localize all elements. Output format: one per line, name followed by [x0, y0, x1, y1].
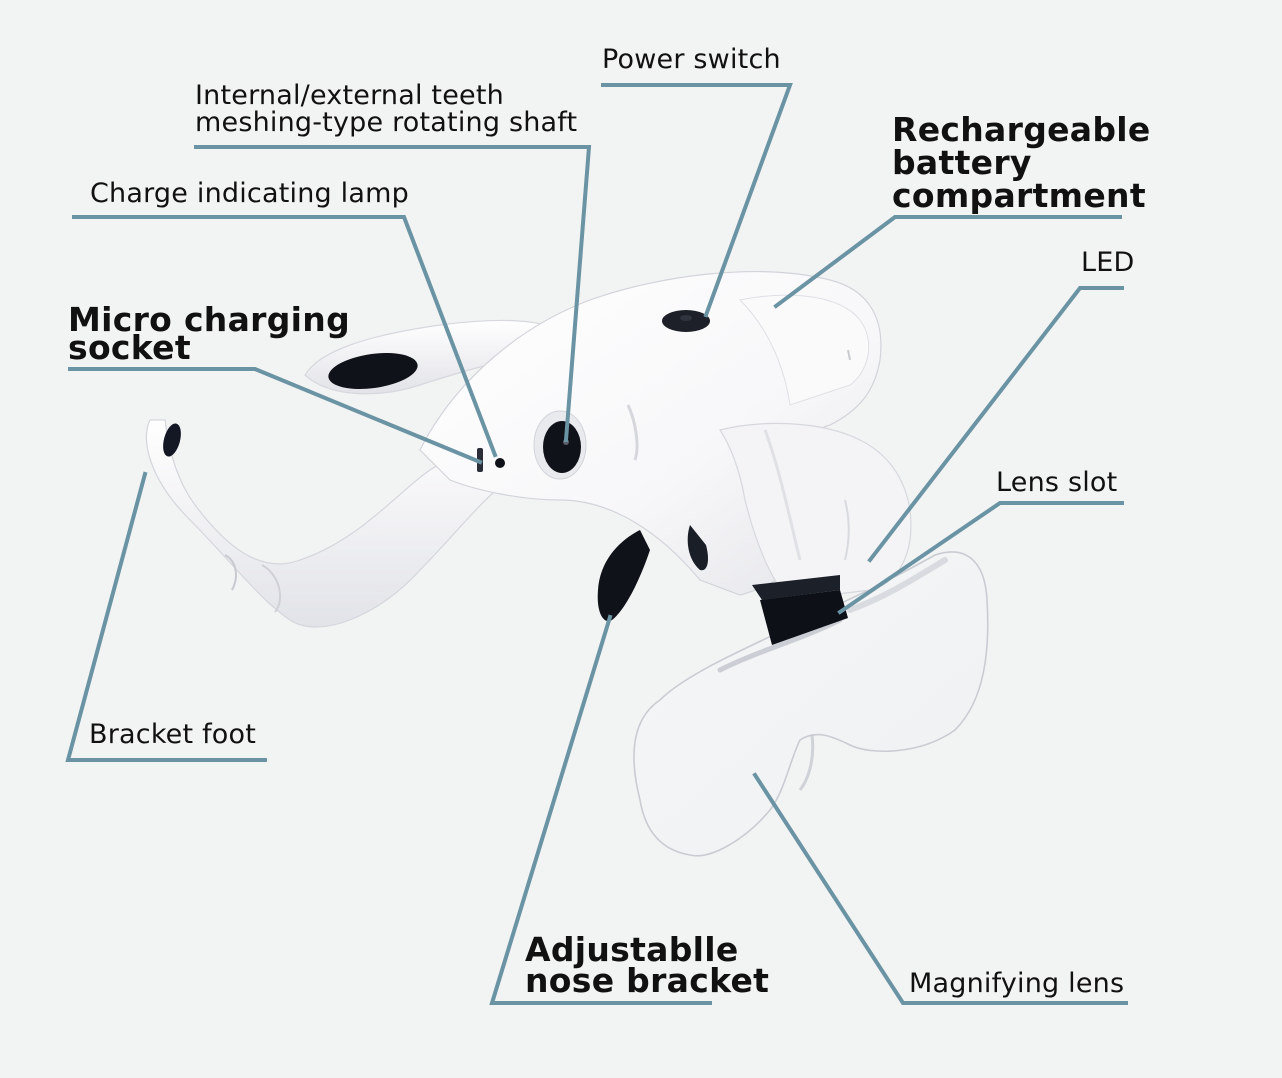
label-lens-slot: Lens slot — [996, 469, 1117, 496]
leader-power-switch — [601, 83, 793, 318]
label-text: LED — [1081, 247, 1135, 278]
leader-led — [867, 286, 1124, 563]
label-text-line-1: Adjustablle — [525, 930, 739, 969]
label-adjustable-nose-bracket: Adjustablle nose bracket — [525, 930, 770, 1000]
magnifying-lens-shape — [633, 551, 989, 857]
lens-slot-clamp-shape — [752, 575, 848, 645]
leader-lines — [65, 83, 1128, 1005]
label-text: Charge indicating lamp — [90, 178, 409, 209]
label-text: Magnifying lens — [909, 968, 1125, 999]
label-micro-charging-socket: Micro charging socket — [68, 300, 350, 367]
label-bracket-foot: Bracket foot — [89, 721, 256, 748]
leader-magnifying-lens — [752, 772, 1128, 1005]
label-text-line-2: battery — [892, 143, 1032, 182]
leader-micro-socket — [68, 367, 483, 465]
label-power-switch: Power switch — [602, 46, 781, 73]
leader-battery — [773, 215, 1122, 309]
leader-rotating-shaft — [194, 145, 592, 443]
label-text-line-1: Rechargeable — [892, 110, 1151, 149]
label-rotating-shaft: Internal/external teeth meshing-type rot… — [195, 82, 577, 136]
label-magnifying-lens: Magnifying lens — [909, 970, 1124, 997]
label-text-line-2: socket — [68, 328, 191, 367]
label-text-line-1: Micro charging — [68, 300, 350, 339]
label-led: LED — [1081, 249, 1135, 276]
leader-nose-bracket — [489, 614, 712, 1005]
label-text-line-1: Internal/external teeth — [195, 80, 504, 111]
label-charge-indicating-lamp: Charge indicating lamp — [90, 180, 409, 207]
leader-lens-slot — [837, 501, 1124, 615]
label-text-line-3: compartment — [892, 176, 1146, 215]
label-battery-compartment: Rechargeable battery compartment — [892, 113, 1151, 212]
label-text: Lens slot — [996, 467, 1118, 498]
label-text-line-2: nose bracket — [525, 961, 770, 1000]
leader-charge-lamp — [72, 215, 498, 458]
main-housing-shape — [419, 271, 912, 601]
label-text: Bracket foot — [89, 719, 256, 750]
leader-bracket-foot — [65, 471, 267, 762]
label-text: Power switch — [602, 44, 781, 75]
label-text-line-2: meshing-type rotating shaft — [195, 107, 578, 138]
nose-bracket-shape — [597, 525, 708, 622]
